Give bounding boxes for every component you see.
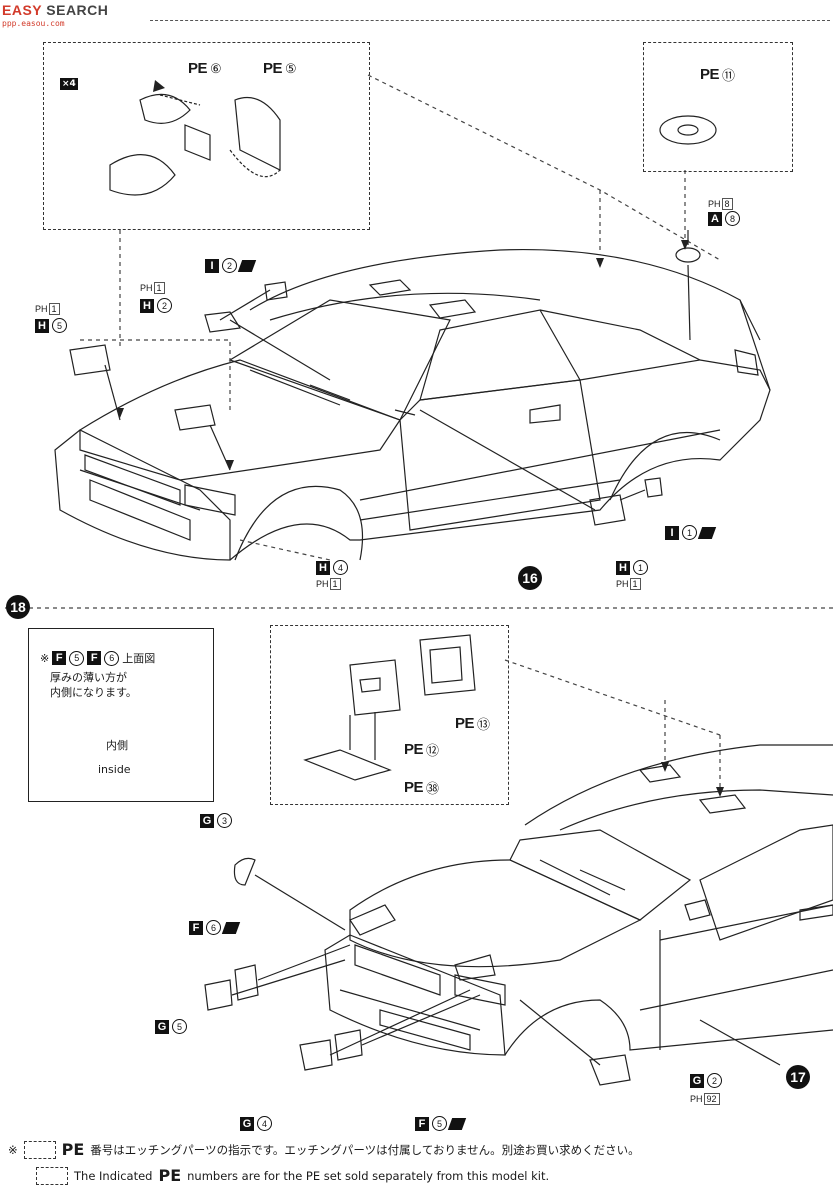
- step-number-18: 18: [6, 595, 30, 619]
- paint-icon: [697, 526, 717, 539]
- quantity-badge: ×4: [60, 78, 78, 90]
- part-h5: [69, 344, 111, 376]
- label-a8: A 8: [708, 211, 740, 226]
- label-i1: I 1: [665, 525, 717, 540]
- label-h2: H 2: [140, 298, 172, 313]
- pe-detail-box-right: [643, 42, 793, 172]
- label-g3: G 3: [200, 813, 232, 828]
- part-h1: [589, 494, 626, 526]
- label-pe11: PE ⑪: [700, 66, 736, 83]
- label-f6: F 6: [189, 920, 241, 935]
- part-g2: [589, 1054, 631, 1086]
- note-line3: 内側になります。: [50, 686, 137, 699]
- car-body-step17: [54, 249, 771, 561]
- part-g3: [233, 857, 256, 886]
- label-pe38: PE ㊳: [404, 779, 440, 796]
- label-f5: F 5: [415, 1116, 467, 1131]
- note-line1: ※ F 5 F 6 上面図: [40, 650, 156, 666]
- pe-detail-box-left: [43, 42, 370, 230]
- footer-en-note: The Indicated PE numbers are for the PE …: [36, 1166, 549, 1185]
- label-pe6: PE ⑥: [188, 60, 222, 77]
- label-h4: H 4: [316, 560, 348, 575]
- pe-placeholder-box: [36, 1166, 68, 1185]
- part-g4: [299, 1039, 333, 1071]
- watermark-url: ppp.easou.com: [2, 19, 65, 28]
- paint-icon: [237, 259, 257, 272]
- watermark-logo: EASY SEARCH: [2, 2, 109, 18]
- label-g5: G 5: [155, 1019, 187, 1034]
- car-body-step18: [324, 744, 833, 1056]
- footer-jp-note: ※ PE 番号はエッチングパーツの指示です。エッチングパーツは付属しておりません…: [8, 1140, 640, 1159]
- part-f6: [234, 964, 259, 1001]
- pe-placeholder-box: [23, 1140, 56, 1159]
- label-pe13: PE ⑬: [455, 715, 491, 732]
- part-h4: [174, 404, 216, 431]
- part-g5: [204, 979, 233, 1011]
- label-g4: G 4: [240, 1116, 272, 1131]
- pe-detail-box-18: [270, 625, 509, 805]
- step-marker-16: 16: [518, 566, 542, 590]
- part-h2: [204, 311, 242, 333]
- top-divider: [150, 20, 830, 21]
- label-pe12: PE ⑫: [404, 741, 440, 758]
- paint-icon: [447, 1117, 467, 1130]
- label-i2: I 2: [205, 258, 257, 273]
- label-h1: H 1: [616, 560, 648, 575]
- note-line2: 厚みの薄い方が: [50, 671, 127, 684]
- label-g2: G 2: [690, 1073, 722, 1088]
- label-h5: H 5: [35, 318, 67, 333]
- part-f5: [334, 1029, 363, 1061]
- step-marker-17: 17: [786, 1065, 810, 1089]
- note-inside-en: inside: [98, 763, 131, 776]
- note-inside-jp: 内側: [106, 739, 128, 752]
- paint-icon: [221, 921, 241, 934]
- part-i1: [644, 477, 663, 498]
- part-i2: [264, 281, 288, 301]
- part-a8-vent: [675, 247, 701, 263]
- label-pe5: PE ⑤: [263, 60, 297, 77]
- part-pe11-vent: [659, 115, 717, 145]
